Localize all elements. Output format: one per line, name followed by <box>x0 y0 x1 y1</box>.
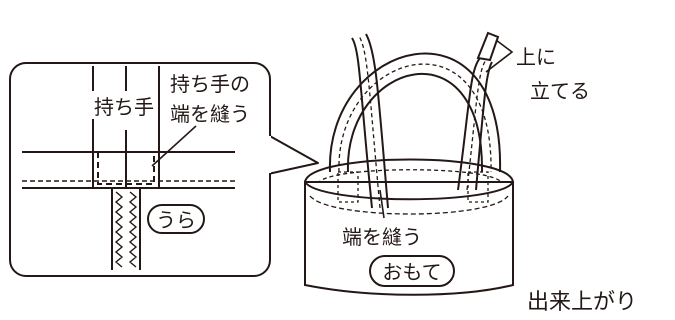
finished-caption: 出来上がり <box>527 290 637 315</box>
handle-strap <box>92 66 160 188</box>
handle-end-leader <box>151 125 197 167</box>
handle-end-label-line2: 端を縫う <box>170 102 250 126</box>
front-handle-right-inner <box>475 61 493 191</box>
detail-callout: 持ち手 持ち手の 端を縫う うら <box>9 62 319 277</box>
handle-tab <box>476 31 500 62</box>
sew-ends-leader <box>379 189 385 219</box>
reverse-side-label: うら <box>156 208 196 232</box>
bag-labels: 上に 立てる 端を縫う おもて 出来上がり <box>340 39 637 315</box>
reverse-side-badge <box>147 204 205 234</box>
front-handle-right-outer <box>457 57 481 191</box>
handle-attach-left <box>337 171 359 203</box>
bag-rim-front <box>304 181 514 201</box>
handle-end-label-line1: 持ち手の <box>170 72 250 96</box>
back-handle-inner <box>346 73 484 173</box>
front-side-badge <box>369 255 455 287</box>
front-handle-outer <box>351 37 373 209</box>
stand-up-bracket <box>485 39 514 73</box>
side-seam <box>111 188 141 270</box>
front-handle-inner <box>365 33 389 209</box>
sew-ends-label: 端を縫う <box>342 225 422 249</box>
front-side-label: おもて <box>382 260 441 284</box>
stand-up-label-line2: 立てる <box>530 79 590 103</box>
callout-pointer <box>267 134 319 175</box>
handle-end-stitch <box>97 151 155 185</box>
handle-attach-right <box>467 171 489 203</box>
handle-label: 持ち手 <box>94 95 154 119</box>
stand-up-label-line1: 上に <box>516 45 556 69</box>
bag-rim-back <box>304 158 514 183</box>
